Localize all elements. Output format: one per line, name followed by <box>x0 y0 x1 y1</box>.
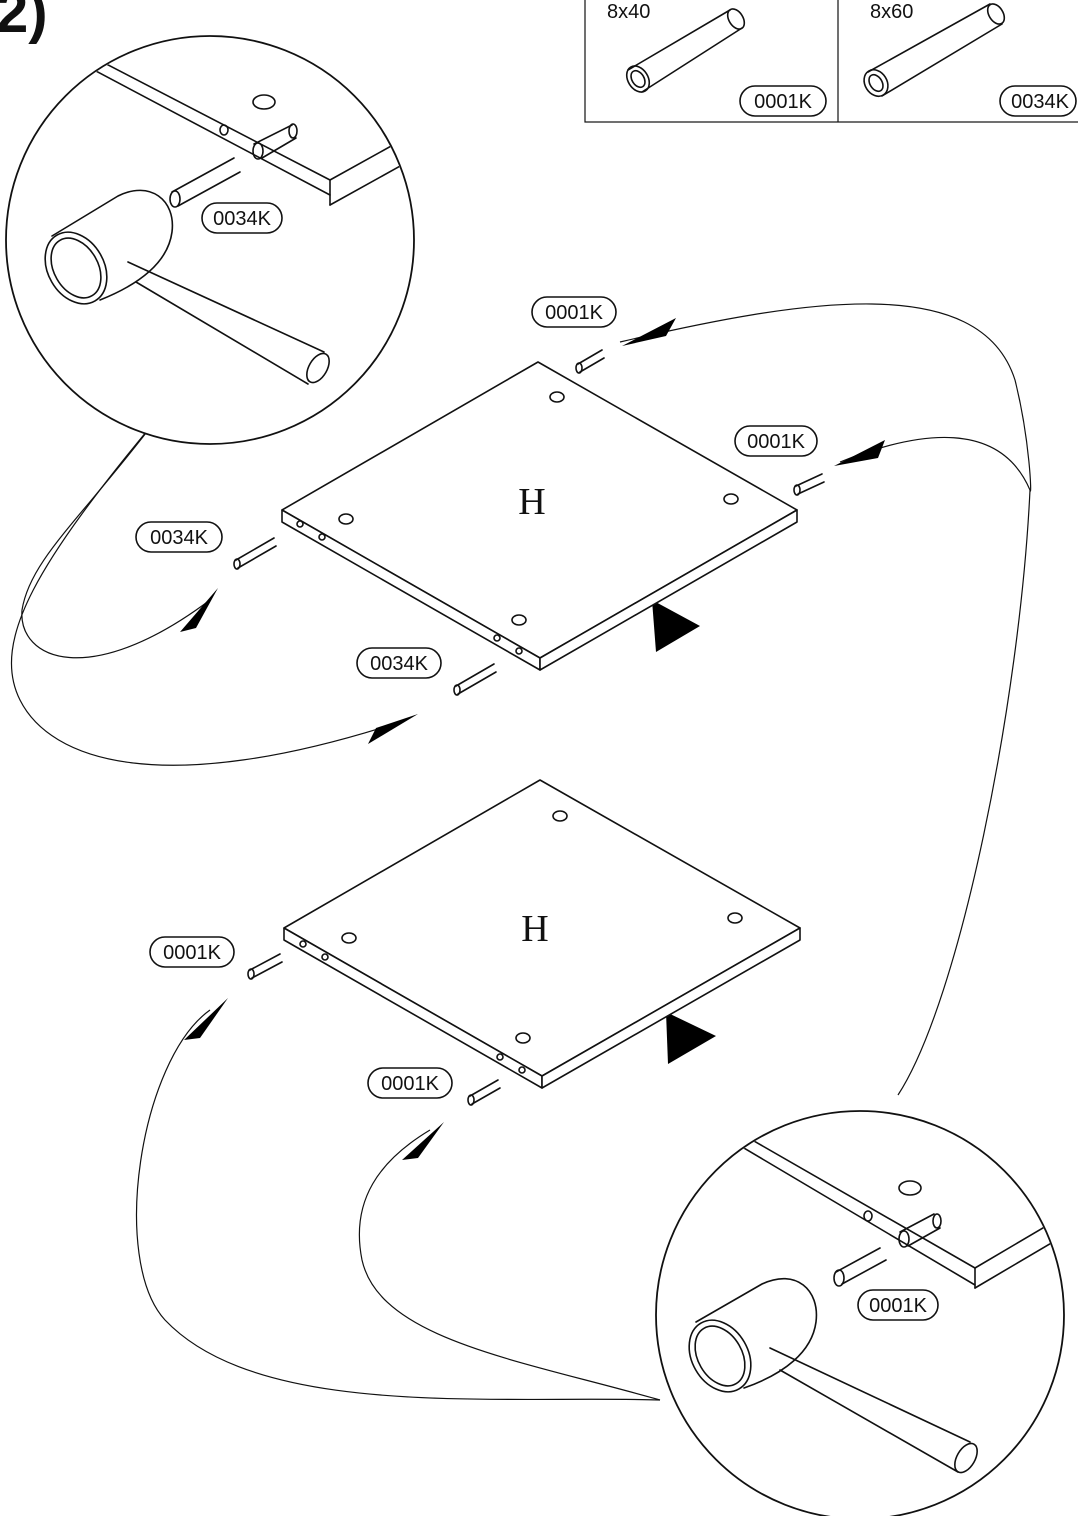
dowel-code-label: 0001K <box>869 1295 927 1317</box>
dowel-code-label: 0034K <box>150 527 208 549</box>
part-size-label: 8x60 <box>870 1 913 23</box>
dowel-code-label: 0034K <box>370 653 428 675</box>
part-size-label: 8x40 <box>607 1 650 23</box>
part-code-label: 0034K <box>1011 91 1069 113</box>
dowel-code-label: 0001K <box>747 431 805 453</box>
dowel-code-label: 0001K <box>381 1073 439 1095</box>
detail-view-bottom: 0001K <box>655 1110 1065 1520</box>
dowel-icon <box>793 473 825 496</box>
dowel-icon <box>233 537 277 570</box>
parts-legend: 8x40 0001K 8x60 0034K <box>584 0 1078 123</box>
part-code-label: 0001K <box>754 91 812 113</box>
hammer-icon <box>688 1278 978 1474</box>
dowel-code-label: 0001K <box>163 942 221 964</box>
dowel-icon <box>467 1079 501 1106</box>
hammer-icon <box>44 189 330 385</box>
dowel-code-label: 0001K <box>545 302 603 324</box>
panel-h-top: H <box>281 361 798 671</box>
panel-h-bottom: H <box>283 779 801 1089</box>
dowel-icon <box>247 953 283 980</box>
dowel-8x40-icon <box>625 8 746 93</box>
arrowheads <box>180 318 885 1160</box>
dowel-code-label: 0034K <box>213 208 271 230</box>
panel-letter: H <box>518 481 545 523</box>
detail-view-top: 0034K <box>5 35 415 445</box>
dowel-icon <box>575 349 605 374</box>
dowel-8x60-icon <box>863 3 1006 98</box>
dowel-icon <box>453 663 497 696</box>
step-number: 2) <box>0 0 48 45</box>
panel-letter: H <box>521 908 548 950</box>
connector-curves <box>10 303 1032 1401</box>
